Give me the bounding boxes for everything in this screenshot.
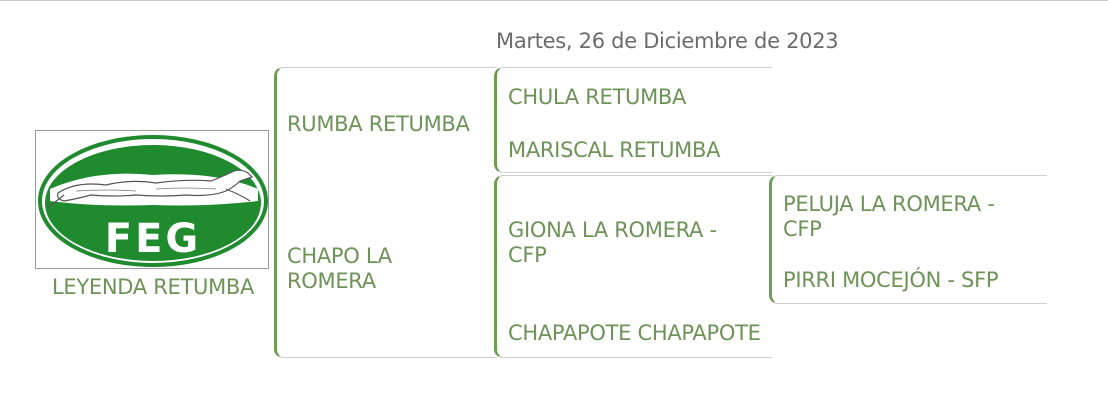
greyhound-logo: FEG <box>38 135 268 267</box>
top-divider <box>0 0 1108 1</box>
sire-grandparents-bracket <box>494 67 772 173</box>
dam-sire-dam-name[interactable]: PIRRI MOCEJÓN - SFP <box>783 268 999 292</box>
dam-dam-name[interactable]: CHAPAPOTE CHAPAPOTE <box>508 321 761 345</box>
date-label: Martes, 26 de Diciembre de 2023 <box>496 29 839 53</box>
dam-sire-name[interactable]: GIONA LA ROMERA - CFP <box>508 218 717 267</box>
dam-grandparents-bracket <box>494 175 772 358</box>
logo-text: FEG <box>105 216 201 262</box>
dam-sire-sire-name[interactable]: PELUJA LA ROMERA - CFP <box>783 192 995 241</box>
sire-sire-name[interactable]: CHULA RETUMBA <box>508 85 687 109</box>
logo-frame: FEG <box>35 130 269 269</box>
sire-dam-name[interactable]: MARISCAL RETUMBA <box>508 138 721 162</box>
subject-name[interactable]: LEYENDA RETUMBA <box>52 275 255 299</box>
great-grandparents-bracket <box>769 175 1047 304</box>
sire-name[interactable]: RUMBA RETUMBA <box>287 112 470 136</box>
parents-bracket <box>274 67 497 358</box>
dam-name[interactable]: CHAPO LA ROMERA <box>287 244 392 293</box>
